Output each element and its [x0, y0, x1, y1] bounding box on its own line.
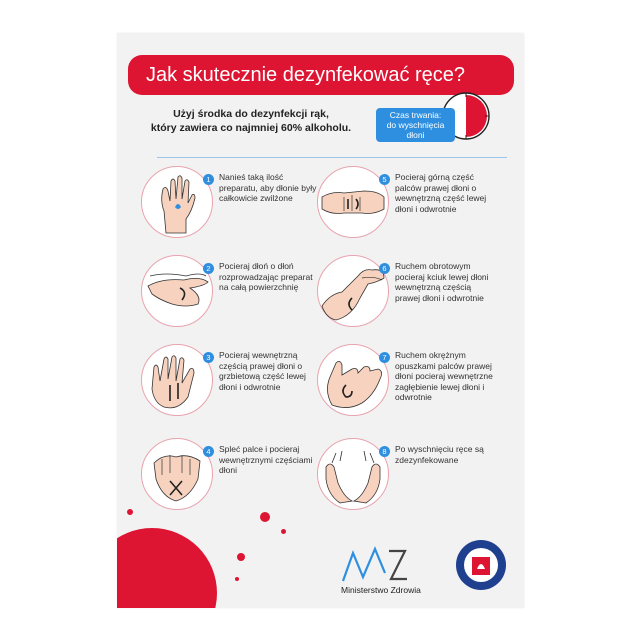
- step-7: 7 Ruchem okrężnym opuszkami palców prawe…: [317, 344, 507, 432]
- duration-line-1: Czas trwania:: [389, 110, 442, 120]
- hand-illustration-icon: [321, 190, 385, 214]
- step-4-number: 4: [203, 446, 214, 457]
- step-4-illustration: [141, 438, 213, 510]
- ministry-logo: [341, 546, 407, 582]
- ministry-name: Ministerstwo Zdrowia: [341, 585, 421, 595]
- intro-text: Użyj środka do dezynfekcji rąk, który za…: [135, 107, 367, 135]
- step-3-text: Pocieraj wewnętrzną częścią prawej dłoni…: [219, 350, 306, 392]
- hand-illustration-icon: [153, 455, 201, 502]
- hand-illustration-icon: [325, 450, 381, 504]
- step-3-number: 3: [203, 352, 214, 363]
- step-2-number: 2: [203, 263, 214, 274]
- decorative-dot: [127, 509, 133, 515]
- intro-line-2: który zawiera co najmniej 60% alkoholu.: [150, 122, 352, 134]
- decorative-dot: [235, 577, 239, 581]
- step-6-illustration: [317, 255, 389, 327]
- step-5-number: 5: [379, 174, 390, 185]
- decorative-red-blob: [117, 528, 217, 608]
- step-7-text: Ruchem okrężnym opuszkami palców prawej …: [395, 350, 493, 402]
- step-1-text: Nanieś taką ilość preparatu, aby dłonie …: [219, 172, 317, 203]
- step-2-illustration: [141, 255, 213, 327]
- hand-illustration-icon: [161, 175, 196, 234]
- title-banner: Jak skutecznie dezynfekować ręce?: [128, 55, 514, 95]
- step-5-illustration: [317, 166, 389, 238]
- step-6-number: 6: [379, 263, 390, 274]
- step-8: 8 Po wyschnięciu ręce są zdezynfekowane: [317, 438, 507, 526]
- step-2: 2 Pocieraj dłoń o dłoń rozprowadzając pr…: [141, 255, 331, 343]
- step-1-illustration: [141, 166, 213, 238]
- hand-illustration-icon: [147, 273, 209, 307]
- decorative-dot: [281, 529, 286, 534]
- duration-line-2: do wyschnięcia: [386, 120, 445, 130]
- step-8-illustration: [317, 438, 389, 510]
- step-3: 3 Pocieraj wewnętrzną częścią prawej dło…: [141, 344, 331, 432]
- step-6-text: Ruchem obrotowym pocieraj kciuk lewej dł…: [395, 261, 489, 303]
- decorative-dot: [260, 512, 270, 522]
- step-8-text: Po wyschnięciu ręce są zdezynfekowane: [395, 444, 484, 465]
- page-title: Jak skutecznie dezynfekować ręce?: [146, 64, 466, 86]
- hand-illustration-icon: [321, 269, 385, 321]
- step-4: 4 Spleć palce i pocieraj wewnętrznymi cz…: [141, 438, 331, 526]
- step-1-number: 1: [203, 174, 214, 185]
- duration-badge: Czas trwania: do wyschnięcia dłoni: [376, 108, 455, 142]
- step-7-illustration: [317, 344, 389, 416]
- divider: [157, 157, 507, 158]
- step-1: 1 Nanieś taką ilość preparatu, aby dłoni…: [141, 166, 331, 254]
- step-5-text: Pocieraj górną część palców prawej dłoni…: [395, 172, 487, 214]
- hand-disinfection-poster: Jak skutecznie dezynfekować ręce? Użyj ś…: [117, 33, 524, 608]
- hand-illustration-icon: [151, 355, 195, 409]
- step-3-illustration: [141, 344, 213, 416]
- intro-line-1: Użyj środka do dezynfekcji rąk,: [173, 108, 329, 120]
- step-5: 5 Pocieraj górną część palców prawej dło…: [317, 166, 507, 254]
- step-7-number: 7: [379, 352, 390, 363]
- gis-emblem-icon: [456, 540, 506, 590]
- step-4-text: Spleć palce i pocieraj wewnętrznymi częś…: [219, 444, 313, 475]
- decorative-dot: [237, 553, 245, 561]
- step-2-text: Pocieraj dłoń o dłoń rozprowadzając prep…: [219, 261, 313, 292]
- step-8-number: 8: [379, 446, 390, 457]
- hand-illustration-icon: [327, 361, 382, 408]
- step-6: 6 Ruchem obrotowym pocieraj kciuk lewej …: [317, 255, 507, 343]
- duration-line-3: dłoni: [406, 130, 425, 140]
